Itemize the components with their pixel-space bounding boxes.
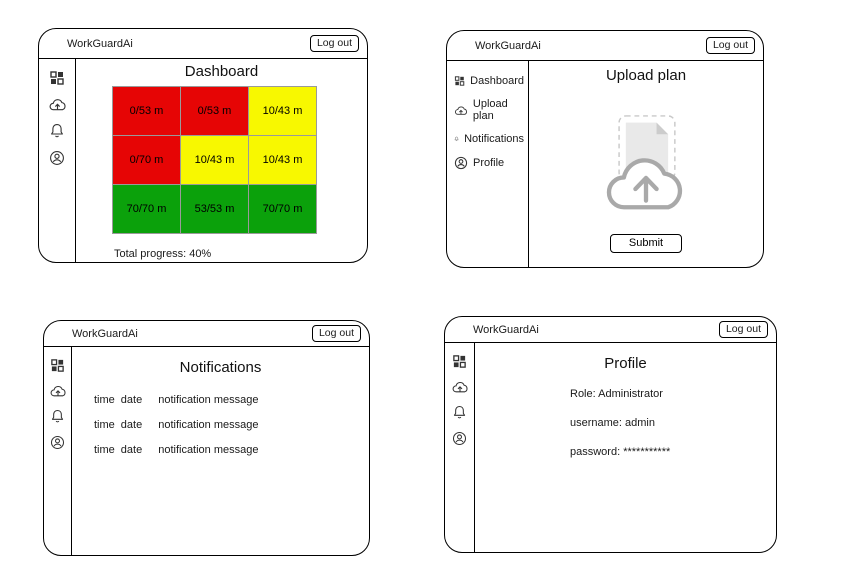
- sidebar-item-label: Dashboard: [470, 75, 524, 87]
- grid-cell: 70/70 m: [113, 185, 180, 233]
- notification-row: time date notification message: [94, 394, 369, 406]
- sidebar: Dashboard Upload plan Notifications Prof…: [447, 61, 529, 267]
- progress-grid: 0/53 m 0/53 m 10/43 m 0/70 m 10/43 m 10/…: [112, 86, 317, 234]
- page-title: Upload plan: [605, 67, 687, 84]
- document-fold: [656, 122, 669, 135]
- upload-cloud-icon[interactable]: [48, 97, 67, 112]
- dashboard-icon[interactable]: [49, 70, 65, 86]
- app-brand: WorkGuardAi: [475, 39, 541, 52]
- titlebar: WorkGuardAi Log out: [447, 31, 763, 61]
- grid-cell: 0/70 m: [113, 136, 180, 184]
- profile-password: password: ***********: [570, 446, 671, 458]
- dashboard-icon[interactable]: [50, 358, 65, 373]
- upload-dropzone[interactable]: [602, 114, 690, 214]
- page-title: Profile: [604, 355, 647, 372]
- page-title: Dashboard: [184, 63, 259, 80]
- sidebar-item-label: Profile: [473, 157, 505, 169]
- dashboard-icon: [454, 76, 465, 86]
- profile-icon[interactable]: [49, 150, 65, 166]
- sidebar-item-upload-plan[interactable]: Upload plan: [454, 98, 524, 122]
- window-profile: WorkGuardAi Log out Profile: [444, 316, 777, 553]
- sidebar-item-label: Upload plan: [472, 98, 508, 122]
- profile-content: Profile Role: Administrator username: ad…: [475, 343, 776, 552]
- upload-arrow-icon: [633, 175, 659, 203]
- notification-message: notification message: [158, 394, 259, 406]
- bell-icon[interactable]: [49, 123, 65, 139]
- notifications-content: Notifications time date notification mes…: [72, 347, 369, 555]
- grid-cell: 0/53 m: [113, 87, 180, 135]
- total-progress-label: Total progress: 40%: [114, 248, 212, 260]
- notification-time: time: [94, 444, 115, 456]
- bell-icon[interactable]: [50, 409, 65, 424]
- profile-role: Role: Administrator: [570, 388, 663, 400]
- notification-list: time date notification message time date…: [72, 394, 369, 456]
- titlebar: WorkGuardAi Log out: [44, 321, 369, 347]
- upload-cloud-icon: [455, 105, 467, 115]
- sidebar-item-profile[interactable]: Profile: [454, 156, 524, 170]
- titlebar: WorkGuardAi Log out: [39, 29, 367, 59]
- sidebar: [44, 347, 72, 555]
- grid-cell: 10/43 m: [181, 136, 248, 184]
- app-brand: WorkGuardAi: [72, 327, 138, 340]
- notification-date: date: [120, 444, 143, 456]
- logout-button[interactable]: Log out: [309, 35, 359, 52]
- grid-cell: 70/70 m: [249, 185, 316, 233]
- logout-button[interactable]: Log out: [311, 325, 361, 342]
- sidebar-item-notifications[interactable]: Notifications: [454, 132, 524, 146]
- profile-icon: [454, 156, 468, 170]
- grid-cell: 53/53 m: [181, 185, 248, 233]
- sidebar: [445, 343, 475, 552]
- notification-time: time: [94, 394, 115, 406]
- notification-date: date: [120, 419, 143, 431]
- window-upload-plan: WorkGuardAi Log out Dashboard Upload pla…: [446, 30, 764, 268]
- bell-icon: [454, 136, 459, 142]
- profile-icon[interactable]: [50, 435, 65, 450]
- page-title: Notifications: [179, 359, 262, 376]
- window-dashboard: WorkGuardAi Log out Dashboard: [38, 28, 368, 263]
- notification-time: time: [94, 419, 115, 431]
- dashboard-content: Dashboard 0/53 m 0/53 m 10/43 m 0/70 m 1…: [76, 59, 367, 262]
- upload-cloud-icon[interactable]: [451, 380, 469, 394]
- grid-cell: 0/53 m: [181, 87, 248, 135]
- notification-date: date: [120, 394, 143, 406]
- notification-row: time date notification message: [94, 419, 369, 431]
- grid-cell: 10/43 m: [249, 87, 316, 135]
- sidebar: [39, 59, 76, 262]
- upload-cloud-icon[interactable]: [49, 384, 67, 398]
- bell-icon[interactable]: [452, 405, 467, 420]
- upload-content: Upload plan Submit: [529, 61, 763, 267]
- profile-username: username: admin: [570, 417, 655, 429]
- notification-row: time date notification message: [94, 444, 369, 456]
- app-brand: WorkGuardAi: [473, 323, 539, 336]
- notification-message: notification message: [158, 419, 259, 431]
- profile-fields: Role: Administrator username: admin pass…: [570, 388, 776, 458]
- titlebar: WorkGuardAi Log out: [445, 317, 776, 343]
- grid-cell: 10/43 m: [249, 136, 316, 184]
- notification-message: notification message: [158, 444, 259, 456]
- sidebar-item-dashboard[interactable]: Dashboard: [454, 74, 524, 88]
- dashboard-icon[interactable]: [452, 354, 467, 369]
- logout-button[interactable]: Log out: [705, 37, 755, 54]
- logout-button[interactable]: Log out: [718, 321, 768, 338]
- submit-button[interactable]: Submit: [609, 234, 683, 253]
- profile-icon[interactable]: [452, 431, 467, 446]
- app-brand: WorkGuardAi: [67, 37, 133, 50]
- window-notifications: WorkGuardAi Log out Notifications: [43, 320, 370, 556]
- sidebar-item-label: Notifications: [464, 133, 524, 145]
